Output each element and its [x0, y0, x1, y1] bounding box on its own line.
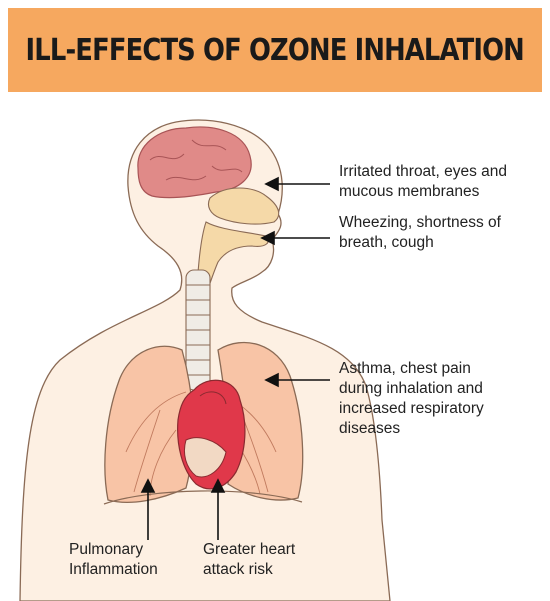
label-heart-attack-risk: Greater heart attack risk [203, 540, 323, 580]
label-wheezing: Wheezing, shortness of breath, cough [339, 213, 544, 253]
brain [138, 127, 251, 198]
label-pulmonary-inflammation: Pulmonary Inflammation [69, 540, 189, 580]
label-asthma: Asthma, chest pain during inhalation and… [339, 359, 544, 439]
label-irritated-throat: Irritated throat, eyes and mucous membra… [339, 162, 544, 202]
